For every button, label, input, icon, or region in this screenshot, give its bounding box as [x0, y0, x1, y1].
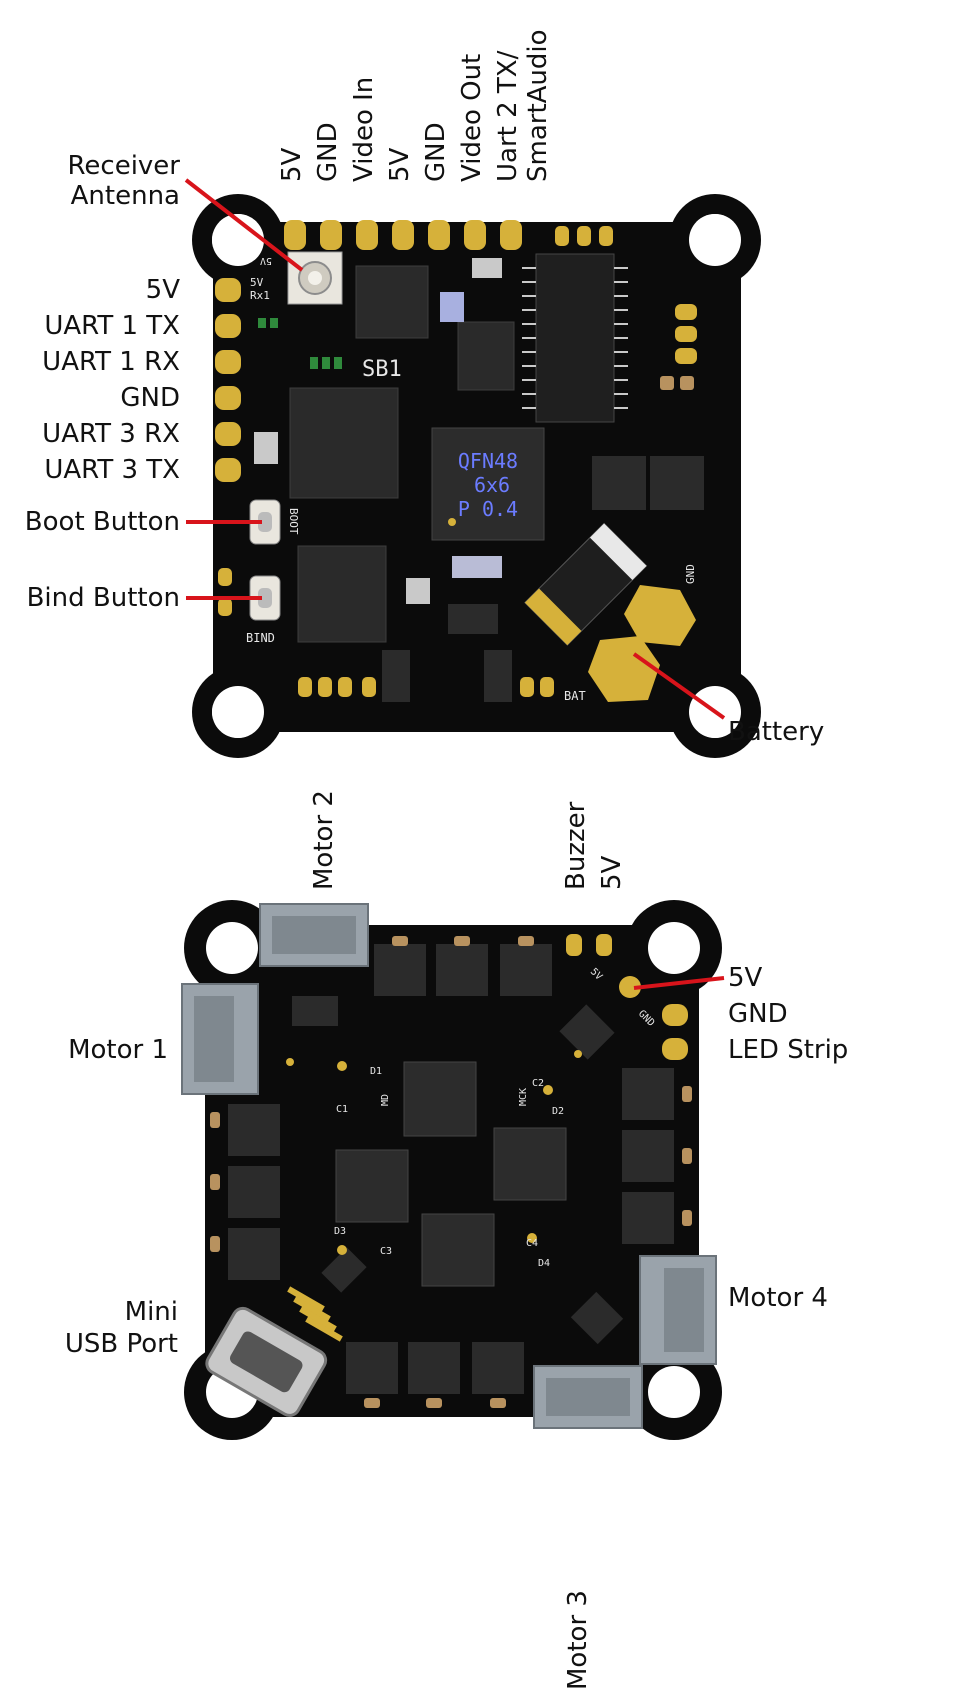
antenna-connector — [287, 251, 343, 305]
silk-d1: D1 — [370, 1066, 382, 1077]
motor-1-connector — [181, 983, 259, 1095]
label-led-gnd: GND — [728, 999, 788, 1029]
header-label-gnd: GND — [313, 122, 343, 182]
silk-bind: BIND — [246, 631, 275, 645]
left-label-uart3-rx: UART 3 RX — [42, 419, 180, 449]
motor-3-connector — [533, 1365, 643, 1429]
header-label-5v: 5V — [277, 147, 307, 182]
silk-c1: C1 — [336, 1104, 348, 1115]
left-label-uart1-rx: UART 1 RX — [42, 347, 180, 377]
callout-antenna: Antenna — [71, 181, 180, 211]
header-label-gnd-2: GND — [421, 122, 451, 182]
silk-d2: D2 — [552, 1106, 564, 1117]
top-board: QFN48 6x6 P 0.4 — [25, 29, 824, 758]
header-label-uart2-tx: Uart 2 TX/ — [493, 50, 523, 182]
small-parts-top — [254, 258, 512, 702]
header-label-smartaudio: SmartAudio — [523, 29, 553, 182]
silk-boot: BOOT — [287, 508, 300, 535]
label-buzzer: Buzzer — [561, 801, 591, 890]
silk-md: MD — [380, 1094, 391, 1106]
bind-button — [249, 575, 281, 621]
antenna-callout-line — [184, 178, 304, 272]
header-pads — [284, 220, 522, 250]
label-motor-3: Motor 3 — [563, 1590, 593, 1690]
label-led-5v: 5V — [728, 963, 763, 993]
tvs-diode — [524, 522, 648, 646]
motor-2-connector — [259, 903, 369, 967]
battery-pad — [588, 585, 696, 702]
chip-label-3: P 0.4 — [458, 497, 518, 521]
chip-u1 — [355, 265, 429, 339]
silk-rx-5v: 5V — [250, 276, 264, 289]
chip-label-1: QFN48 — [458, 449, 518, 473]
bottom-board: D1 C1 MD C2 MCK D2 D3 C3 C4 D4 5V GND Mo… — [65, 790, 849, 1690]
esc-mcus — [335, 1061, 567, 1287]
header-label-video-in: Video In — [349, 77, 379, 182]
led-5v-callout-line — [633, 976, 725, 990]
label-motor-2: Motor 2 — [309, 790, 339, 890]
callout-boot-button: Boot Button — [25, 507, 180, 537]
silk-d4: D4 — [538, 1258, 550, 1269]
silk-c4: C4 — [526, 1238, 538, 1249]
silk-bat: BAT — [564, 689, 586, 703]
header-label-5v-2: 5V — [385, 147, 415, 182]
silk-5v-top: 5V — [260, 255, 272, 266]
silk-c3: C3 — [380, 1246, 392, 1257]
left-label-gnd: GND — [120, 383, 180, 413]
silk-gnd: GND — [684, 564, 697, 584]
uart-labels: 5V UART 1 TX UART 1 RX GND UART 3 RX UAR… — [42, 275, 180, 485]
battery-callout-line — [632, 652, 726, 720]
silk-sb1: SB1 — [362, 357, 402, 382]
silk-c2: C2 — [532, 1078, 544, 1089]
callout-receiver: Receiver — [68, 151, 181, 181]
left-label-uart1-tx: UART 1 TX — [44, 311, 180, 341]
chip-flash — [535, 253, 615, 423]
callout-bind-button: Bind Button — [27, 583, 180, 613]
silk-rx1: Rx1 — [250, 289, 270, 302]
boot-button — [249, 499, 281, 545]
mcu-qfn48: QFN48 6x6 P 0.4 — [431, 427, 545, 541]
chip-u3 — [297, 545, 387, 643]
label-motor-4: Motor 4 — [728, 1283, 828, 1313]
label-buzzer-5v: 5V — [597, 855, 627, 890]
label-mini: Mini — [125, 1297, 178, 1327]
chip-u2 — [289, 387, 399, 499]
chip-label-2: 6x6 — [474, 473, 510, 497]
uart-pads — [215, 278, 241, 616]
label-led-strip: LED Strip — [728, 1035, 848, 1065]
chip-u4 — [457, 321, 515, 391]
inductor-2 — [650, 456, 704, 510]
callout-battery: Battery — [728, 717, 824, 747]
left-label-5v: 5V — [146, 275, 181, 305]
silk-d3: D3 — [334, 1226, 346, 1237]
inductor-1 — [592, 456, 646, 510]
header-labels: 5V GND Video In 5V GND Video Out Uart 2 … — [277, 29, 553, 182]
label-usb-port: USB Port — [65, 1329, 178, 1359]
header-label-video-out: Video Out — [457, 54, 487, 182]
mini-usb-port — [205, 1306, 328, 1417]
esc-fets — [228, 944, 674, 1394]
silk-mck: MCK — [518, 1088, 529, 1106]
left-label-uart3-tx: UART 3 TX — [44, 455, 180, 485]
motor-4-connector — [639, 1255, 717, 1365]
label-motor-1: Motor 1 — [68, 1035, 168, 1065]
